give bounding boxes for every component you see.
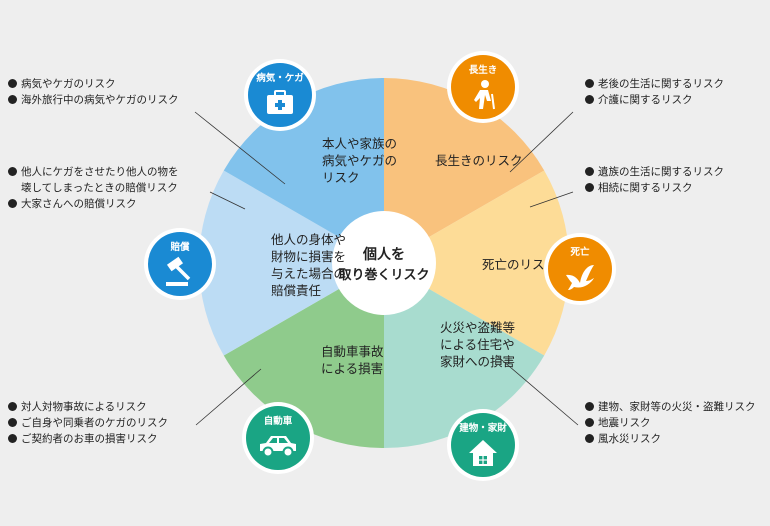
badge-longevity-label: 長生き — [469, 64, 498, 76]
segment-property-label: 家財への損害 — [440, 354, 515, 369]
badge-liability: 賠償 — [144, 228, 216, 300]
illness-risk-list: 病気やケガのリスク海外旅行中の病気やケガのリスク — [8, 76, 179, 108]
segment-illness-label: 病気やケガの — [322, 153, 397, 168]
property-risk-list: 建物、家財等の火災・盗難リスク地震リスク風水災リスク — [585, 399, 756, 447]
first-aid-kit-icon — [267, 90, 293, 114]
segment-longevity-label: 長生きのリスク — [435, 153, 523, 168]
segment-death — [384, 170, 570, 356]
liability-risk-item: 他人にケガをさせたり他人の物を壊してしまったときの賠償リスク — [8, 164, 179, 196]
segment-property-label: 火災や盗難等 — [440, 320, 515, 335]
segment-auto-label: 自動車事故 — [321, 344, 384, 359]
liability-risk-list: 他人にケガをさせたり他人の物を壊してしまったときの賠償リスク大家さんへの賠償リス… — [8, 164, 179, 212]
badge-liability-label: 賠償 — [170, 241, 190, 253]
segment-property-label: による住宅や — [440, 337, 515, 352]
badge-death-disc — [548, 237, 612, 301]
property-risk-item: 風水災リスク — [585, 431, 756, 447]
segment-property — [384, 263, 545, 448]
segment-illness-label: 本人や家族の — [322, 136, 397, 151]
auto-risk-item: 対人対物事故によるリスク — [8, 399, 168, 415]
death-risk-list: 遺族の生活に関するリスク相続に関するリスク — [585, 164, 724, 196]
illness-risk-item: 海外旅行中の病気やケガのリスク — [8, 92, 179, 108]
dove-icon — [566, 265, 594, 290]
segment-liability-label: 賠償責任 — [271, 283, 321, 298]
segment-auto-label: による損害 — [321, 361, 383, 376]
longevity-risk-list: 老後の生活に関するリスク介護に関するリスク — [585, 76, 724, 108]
longevity-risk-item: 介護に関するリスク — [585, 92, 724, 108]
segment-auto — [223, 263, 384, 448]
badge-auto-label: 自動車 — [264, 415, 293, 427]
center-circle — [332, 211, 436, 315]
elderly-person-icon — [474, 80, 495, 110]
leader-line-longevity — [509, 111, 574, 173]
badge-longevity: 長生き — [447, 51, 519, 123]
badge-illness: 病気・ケガ — [244, 59, 316, 131]
illness-risk-item: 病気やケガのリスク — [8, 76, 179, 92]
auto-risk-list: 対人対物事故によるリスクご自身や同乗者のケガのリスクご契約者のお車の損害リスク — [8, 399, 168, 447]
segment-liability-label: 与えた場合の — [271, 266, 346, 281]
segment-illness-label: リスク — [322, 170, 360, 185]
auto-risk-item: ご契約者のお車の損害リスク — [8, 431, 168, 447]
badge-auto: 自動車 — [242, 402, 314, 474]
segment-liability-label: 財物に損害を — [271, 249, 346, 264]
death-risk-item: 遺族の生活に関するリスク — [585, 164, 724, 180]
property-risk-item: 地震リスク — [585, 415, 756, 431]
leader-line-property — [495, 354, 579, 426]
segment-death-label: 死亡のリスク — [482, 257, 557, 272]
badge-death: 死亡 — [544, 233, 616, 305]
leader-line-auto — [195, 368, 262, 426]
house-icon — [469, 440, 497, 466]
badge-property: 建物・家財 — [447, 409, 519, 481]
badge-property-label: 建物・家財 — [458, 422, 507, 434]
center-title-line2: 取り巻くリスク — [338, 267, 429, 283]
segment-liability-label: 他人の身体や — [271, 232, 346, 247]
longevity-risk-item: 老後の生活に関するリスク — [585, 76, 724, 92]
center-title-line1: 個人を — [362, 246, 405, 263]
gavel-icon — [166, 256, 191, 286]
segment-longevity — [384, 78, 545, 263]
death-risk-item: 相続に関するリスク — [585, 180, 724, 196]
leader-line-death — [529, 191, 574, 208]
car-icon — [260, 436, 296, 458]
leader-line-liability — [209, 191, 246, 210]
liability-risk-item: 大家さんへの賠償リスク — [8, 196, 179, 212]
badge-death-label: 死亡 — [569, 246, 590, 258]
property-risk-item: 建物、家財等の火災・盗難リスク — [585, 399, 756, 415]
badge-illness-label: 病気・ケガ — [256, 72, 304, 84]
auto-risk-item: ご自身や同乗者のケガのリスク — [8, 415, 168, 431]
leader-line-illness — [194, 111, 286, 185]
segment-liability — [199, 170, 384, 356]
